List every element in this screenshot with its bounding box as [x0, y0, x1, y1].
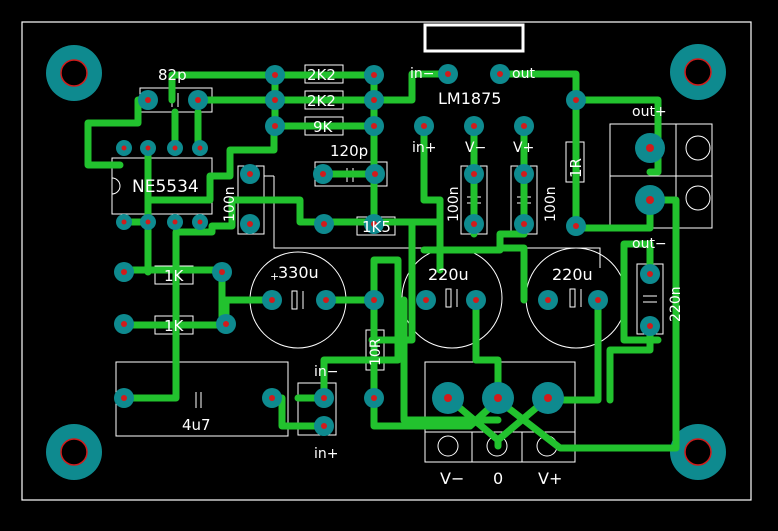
label-v-plus-mid: V+ — [513, 140, 534, 156]
label-out-plus: out+ — [632, 104, 667, 120]
label-1k-b: 1K — [164, 317, 185, 335]
label-100n-left: 100n — [222, 186, 238, 222]
mounting-hole-br — [670, 424, 726, 480]
in-terminal-outline — [297, 382, 337, 436]
label-in-plus-mid: in+ — [412, 140, 437, 156]
label-9k: 9K — [313, 118, 334, 136]
mounting-hole-bl — [46, 424, 102, 480]
label-1k5: 1K5 — [362, 218, 391, 236]
label-220u-b: 220u — [552, 265, 593, 284]
lm1875-tab — [423, 23, 525, 53]
label-82p: 82p — [158, 66, 187, 84]
labels: 82p 2K2 2K2 9K 120p in− out LM1875 in+ V… — [132, 66, 684, 488]
label-4u7: 4u7 — [182, 416, 211, 434]
mounting-hole-tl — [46, 45, 102, 101]
label-in-plus-bot: in+ — [314, 446, 339, 462]
label-100n-mid-b: 100n — [543, 186, 559, 222]
pads — [114, 64, 665, 436]
label-330u-plus: + — [270, 270, 279, 283]
label-10r: 10R — [368, 338, 384, 366]
label-v-plus-bot: V+ — [538, 469, 562, 488]
label-100n-mid-a: 100n — [446, 186, 462, 222]
label-330u: 330u — [278, 263, 319, 282]
ne5534-notch — [111, 177, 121, 195]
label-out-minus: out− — [632, 236, 667, 252]
label-220n: 220n — [668, 286, 684, 322]
label-2k2-b: 2K2 — [307, 92, 336, 110]
label-120p: 120p — [330, 142, 368, 160]
label-in-minus-top: in− — [410, 66, 435, 82]
label-220u-a: 220u — [428, 265, 469, 284]
label-zero-bot: 0 — [493, 469, 503, 488]
label-out-top: out — [512, 66, 535, 82]
label-lm1875: LM1875 — [438, 89, 501, 108]
mounting-hole-tr — [670, 44, 726, 100]
label-in-minus-bot: in− — [314, 364, 339, 380]
label-1r: 1R — [567, 158, 585, 178]
label-2k2-a: 2K2 — [307, 66, 336, 84]
board-outline — [21, 21, 752, 501]
label-v-minus-bot: V− — [440, 469, 464, 488]
mounting-holes — [46, 44, 726, 480]
label-1k-a: 1K — [164, 267, 185, 285]
label-ne5534: NE5534 — [132, 177, 199, 197]
label-v-minus-mid: V− — [465, 140, 486, 156]
